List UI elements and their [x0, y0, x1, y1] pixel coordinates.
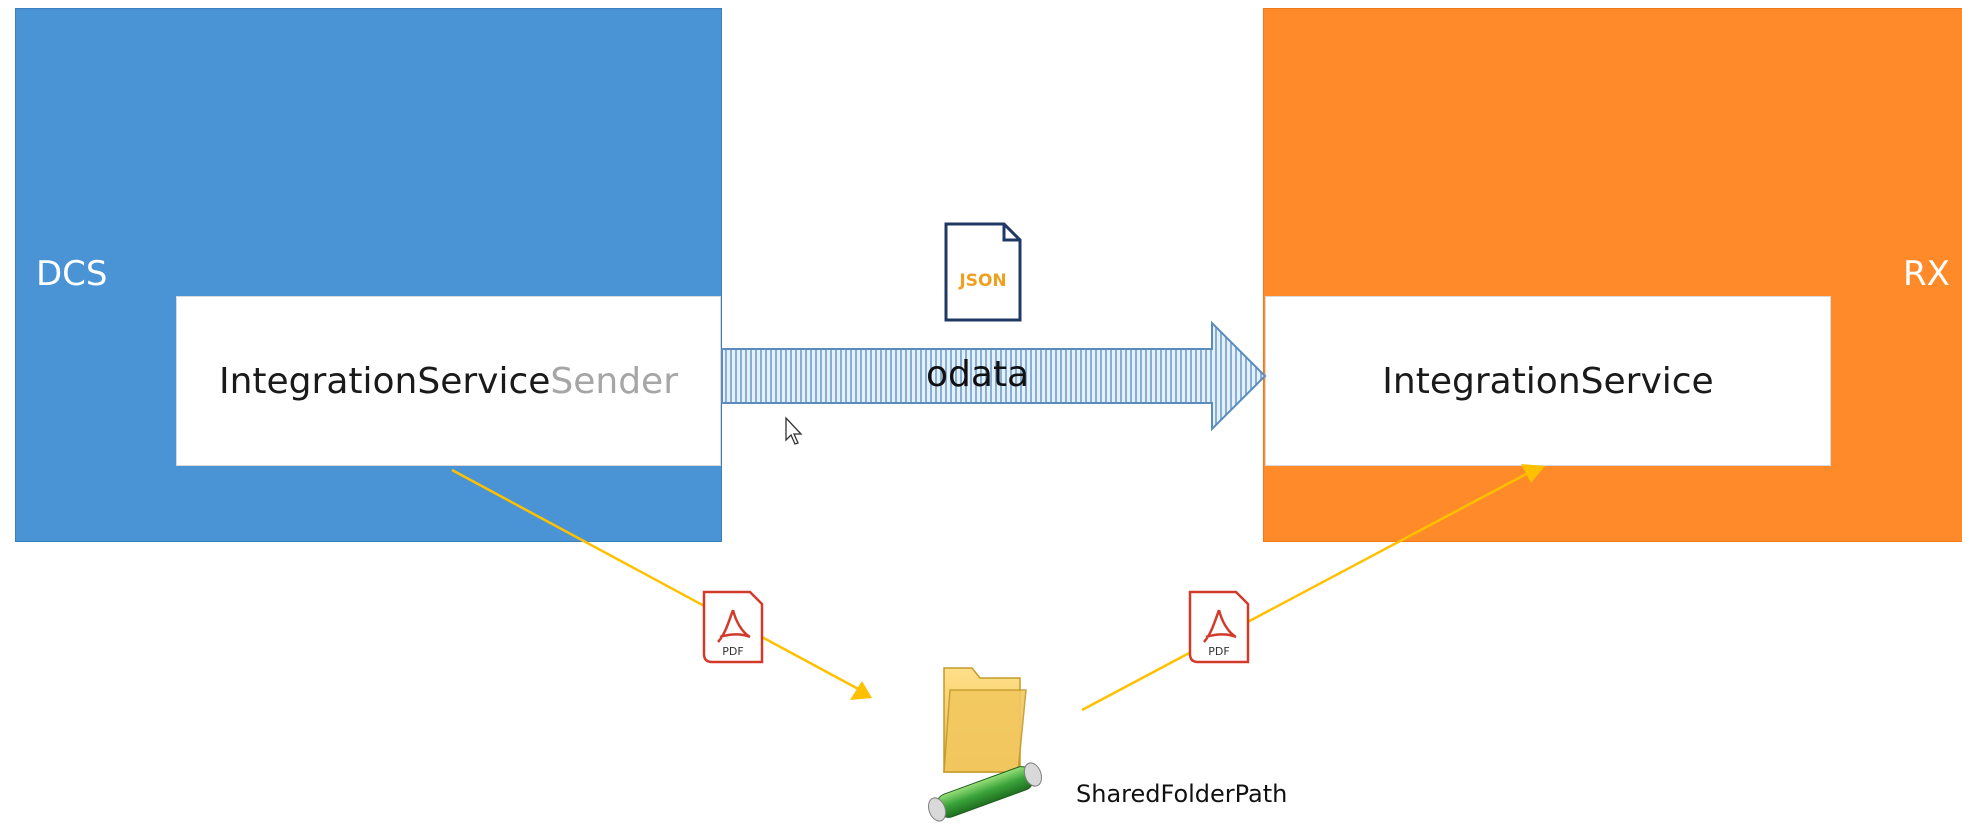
sender-to-folder-flow	[451, 468, 872, 700]
mouse-cursor-icon	[785, 416, 803, 445]
odata-label: odata	[926, 354, 1030, 395]
shared-folder-icon	[928, 667, 1042, 822]
json-file-text: JSON	[958, 271, 1006, 291]
pdf-file-text-right: PDF	[1208, 645, 1229, 658]
odata-flow-arrow	[721, 320, 1267, 432]
pdf-file-icon-left: PDF	[702, 590, 764, 664]
shared-folder-label: SharedFolderPath	[1076, 780, 1288, 808]
folder-to-receiver-flow	[1081, 464, 1545, 712]
sender-service-name: IntegrationService	[218, 360, 551, 402]
receiver-service-name: IntegrationService	[1382, 360, 1714, 402]
rx-system-label: RX	[1903, 254, 1950, 294]
dcs-system-label: DCS	[36, 254, 108, 294]
json-file-icon: JSON	[944, 222, 1022, 322]
pdf-file-text-left: PDF	[722, 645, 743, 658]
receiver-service-box: IntegrationService	[1265, 296, 1831, 466]
sender-service-suffix: Sender	[550, 360, 679, 402]
pdf-file-icon-right: PDF	[1188, 590, 1250, 664]
